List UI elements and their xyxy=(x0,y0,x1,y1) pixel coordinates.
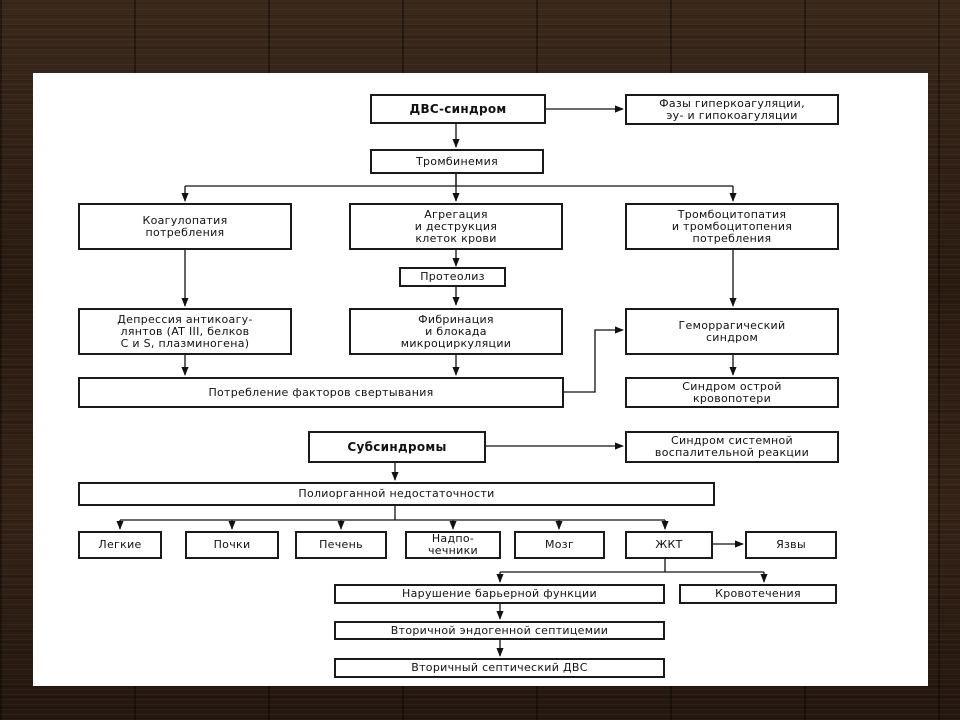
organ-liver-box: Печень xyxy=(295,531,387,559)
aggregation-box: Агрегация и деструкция клеток крови xyxy=(349,203,563,250)
ulcers-box: Язвы xyxy=(745,531,837,559)
bleeding-box: Кровотечения xyxy=(679,584,837,604)
acute-blood-loss-box: Синдром острой кровопотери xyxy=(625,377,839,408)
fibrination-box: Фибринация и блокада микроциркуляции xyxy=(349,308,563,355)
dic-syndrome-box: ДВС-синдром xyxy=(370,94,546,124)
sirs-box: Синдром системной воспалительной реакции xyxy=(625,431,839,463)
multiorgan-failure-box: Полиорганной недостаточности xyxy=(78,482,715,506)
hemorrhagic-syndrome-box: Геморрагический синдром xyxy=(625,308,839,355)
organ-lungs-box: Легкие xyxy=(78,531,162,559)
thrombinemia-box: Тромбинемия xyxy=(370,149,544,174)
proteolysis-box: Протеолиз xyxy=(399,267,506,287)
organ-adrenals-box: Надпо- чечники xyxy=(405,531,501,559)
secondary-septic-dic-box: Вторичный септический ДВС xyxy=(334,658,665,678)
organ-brain-box: Мозг xyxy=(514,531,605,559)
slide-panel: ДВС-синдром Фазы гиперкоагуляции, эу- и … xyxy=(33,73,928,686)
organ-git-box: ЖКТ xyxy=(625,531,713,559)
organ-kidneys-box: Почки xyxy=(185,531,279,559)
coagulopathy-box: Коагулопатия потребления xyxy=(78,203,292,250)
thrombocytopathy-box: Тромбоцитопатия и тромбоцитопения потреб… xyxy=(625,203,839,250)
subsyndromes-box: Субсиндромы xyxy=(308,431,486,463)
factor-consumption-box: Потребление факторов свертывания xyxy=(78,377,564,408)
connector-lines xyxy=(116,105,768,657)
barrier-dysfunction-box: Нарушение барьерной функции xyxy=(334,584,665,604)
secondary-septicemia-box: Вторичной эндогенной септицемии xyxy=(334,621,665,640)
phases-box: Фазы гиперкоагуляции, эу- и гипокоагуляц… xyxy=(625,94,839,125)
arrow-consumption-hemorrhagic xyxy=(564,326,624,393)
anticoagulant-depression-box: Депрессия антикоагу- лянтов (AT III, бел… xyxy=(78,308,292,355)
